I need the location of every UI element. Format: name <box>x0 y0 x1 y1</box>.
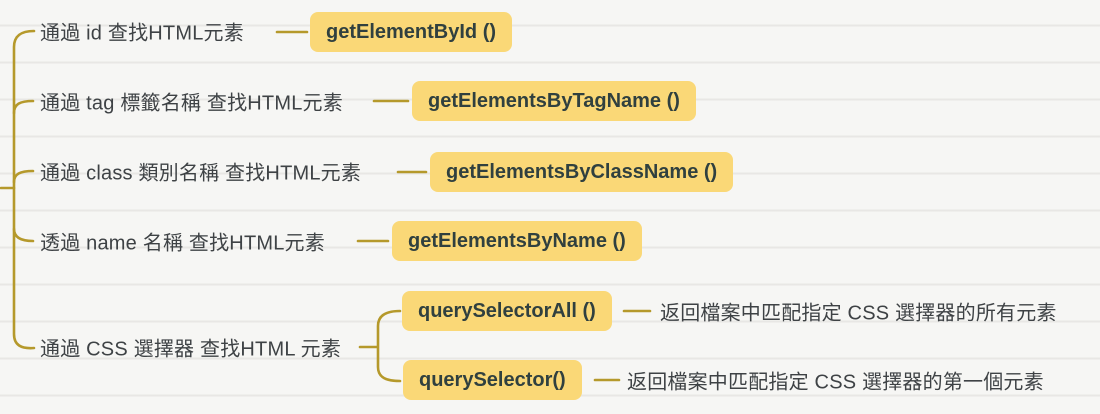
branch-label-name[interactable]: 透過 name 名稱 查找HTML元素 <box>40 232 325 255</box>
branch-curve-tag <box>12 99 35 115</box>
branch-label-tag[interactable]: 通過 tag 標籤名稱 查找HTML元素 <box>40 92 343 115</box>
branch-label-class[interactable]: 通過 class 類別名稱 查找HTML元素 <box>40 162 362 185</box>
sub-branch-brace <box>376 309 402 383</box>
method-node-queryselectorall[interactable]: querySelectorAll () <box>402 291 612 331</box>
branch-curve-class <box>12 169 35 184</box>
branch-curve-name <box>12 227 35 243</box>
branch-label-id[interactable]: 通過 id 查找HTML元素 <box>40 22 244 45</box>
method-node-getelementbyid[interactable]: getElementById () <box>310 12 513 52</box>
trunk-line <box>12 29 36 350</box>
method-node-getelementsbyname[interactable]: getElementsByName () <box>392 221 642 261</box>
description-queryselectorall[interactable]: 返回檔案中匹配指定 CSS 選擇器的所有元素 <box>660 302 1057 325</box>
branch-label-css-selector[interactable]: 通過 CSS 選擇器 查找HTML 元素 <box>40 338 342 361</box>
description-queryselector[interactable]: 返回檔案中匹配指定 CSS 選擇器的第一個元素 <box>627 371 1044 394</box>
method-node-getelementsbyclassname[interactable]: getElementsByClassName () <box>430 152 734 192</box>
method-node-getelementsbytagname[interactable]: getElementsByTagName () <box>412 81 696 121</box>
method-node-queryselector[interactable]: querySelector() <box>403 360 582 400</box>
